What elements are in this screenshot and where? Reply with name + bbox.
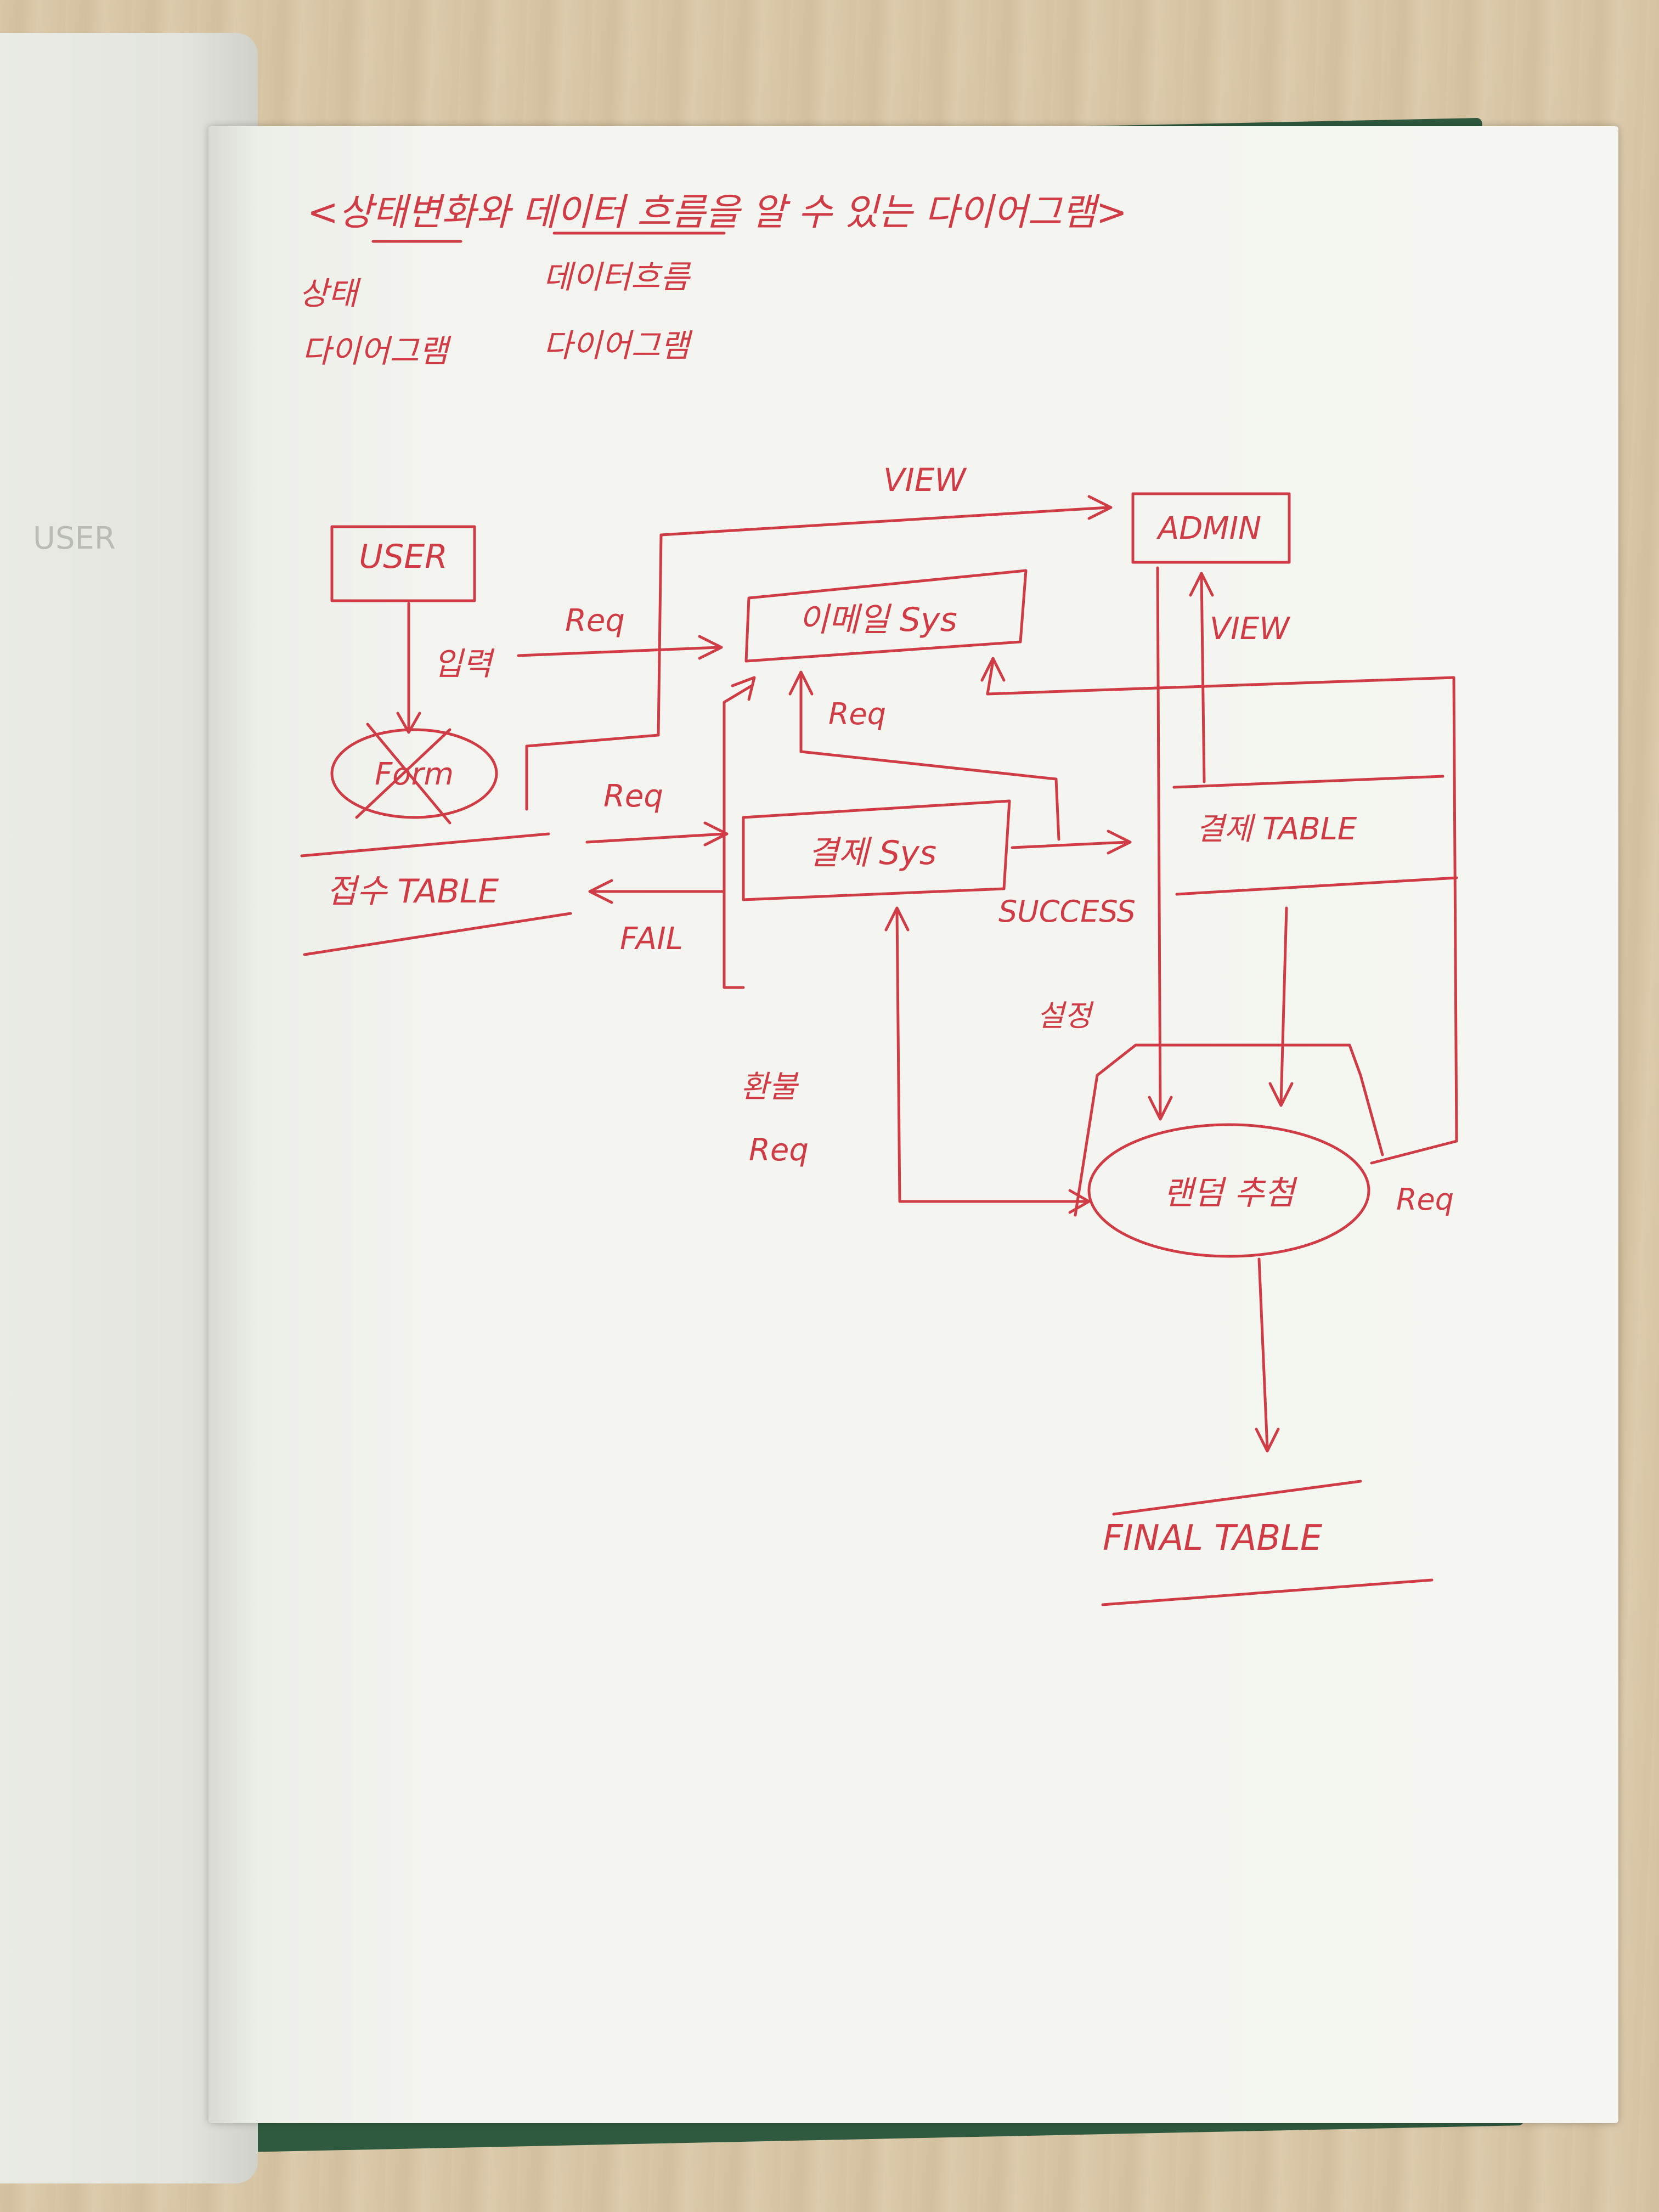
- form-cross-1: [366, 723, 452, 825]
- email-sys-box: [744, 569, 1028, 663]
- final-table-bottom: [1101, 1578, 1434, 1606]
- random-lottery-ellipse: [1087, 1123, 1370, 1258]
- req-email-label: Req: [565, 603, 625, 639]
- refund-label: 환불: [741, 1069, 799, 1105]
- fail-label: FAIL: [620, 921, 683, 957]
- page-title: <상태변화와 데이터 흐름을 알 수 있는 다이어그램>: [307, 191, 1127, 234]
- reception-table-label: 접수 TABLE: [326, 872, 499, 911]
- payment-sys-box: [742, 799, 1011, 901]
- payment-table-bottom: [1175, 876, 1458, 896]
- setting-label: 설정: [1037, 998, 1094, 1033]
- form-ellipse: [330, 728, 498, 819]
- view-admin-arrow: [1200, 574, 1206, 783]
- view-top-label: VIEW: [883, 461, 967, 499]
- subtitle-state: 상태: [299, 275, 361, 312]
- random-to-final-arrow: [1257, 1257, 1269, 1450]
- req-to-email-arrow: [517, 646, 720, 657]
- user-label: USER: [359, 538, 448, 576]
- show-through-mark: USER: [33, 521, 116, 556]
- payment-left-loop: [723, 684, 753, 989]
- user-box: [330, 525, 476, 602]
- reception-table-bottom: [303, 912, 572, 956]
- reception-table-top: [300, 832, 550, 857]
- view-path: [525, 506, 1110, 811]
- payment-table-to-random-arrow: [1279, 906, 1288, 1104]
- req-payment-email-label: Req: [828, 697, 886, 731]
- notebook-page: [208, 126, 1618, 2123]
- payment-table-top: [1172, 775, 1444, 789]
- final-table-label: FINAL TABLE: [1103, 1518, 1323, 1559]
- subtitle-state-diagram: 다이어그램: [302, 332, 452, 370]
- form-cross-2: [355, 728, 452, 819]
- success-arrow: [1011, 840, 1129, 849]
- refund-path: [895, 909, 1088, 1203]
- payment-table-label: 결제 TABLE: [1196, 811, 1357, 847]
- input-label: 입력: [433, 645, 495, 682]
- success-label: SUCCESS: [998, 894, 1136, 929]
- req-to-payment-arrow: [585, 832, 726, 844]
- admin-box: [1131, 492, 1291, 564]
- payment-sys-label: 결제 Sys: [808, 834, 936, 872]
- admin-label: ADMIN: [1156, 511, 1261, 546]
- payment-to-email-path: [799, 673, 1060, 841]
- refund-req-label: Req: [749, 1132, 809, 1168]
- subtitle-dataflow-diagram: 다이어그램: [543, 327, 693, 364]
- random-lottery-label: 랜덤 추첨: [1163, 1174, 1298, 1212]
- view-admin-label: VIEW: [1210, 611, 1291, 647]
- random-lottery-top: [1074, 1043, 1384, 1217]
- req-form-label: Req: [603, 778, 663, 814]
- req-random-label: Req: [1396, 1182, 1454, 1217]
- random-to-email-path: [986, 659, 1458, 1165]
- email-sys-label: 이메일 Sys: [798, 601, 957, 639]
- subtitle-dataflow: 데이터흐름: [543, 258, 691, 296]
- final-table-top: [1112, 1480, 1362, 1516]
- setting-arrow: [1156, 566, 1162, 1118]
